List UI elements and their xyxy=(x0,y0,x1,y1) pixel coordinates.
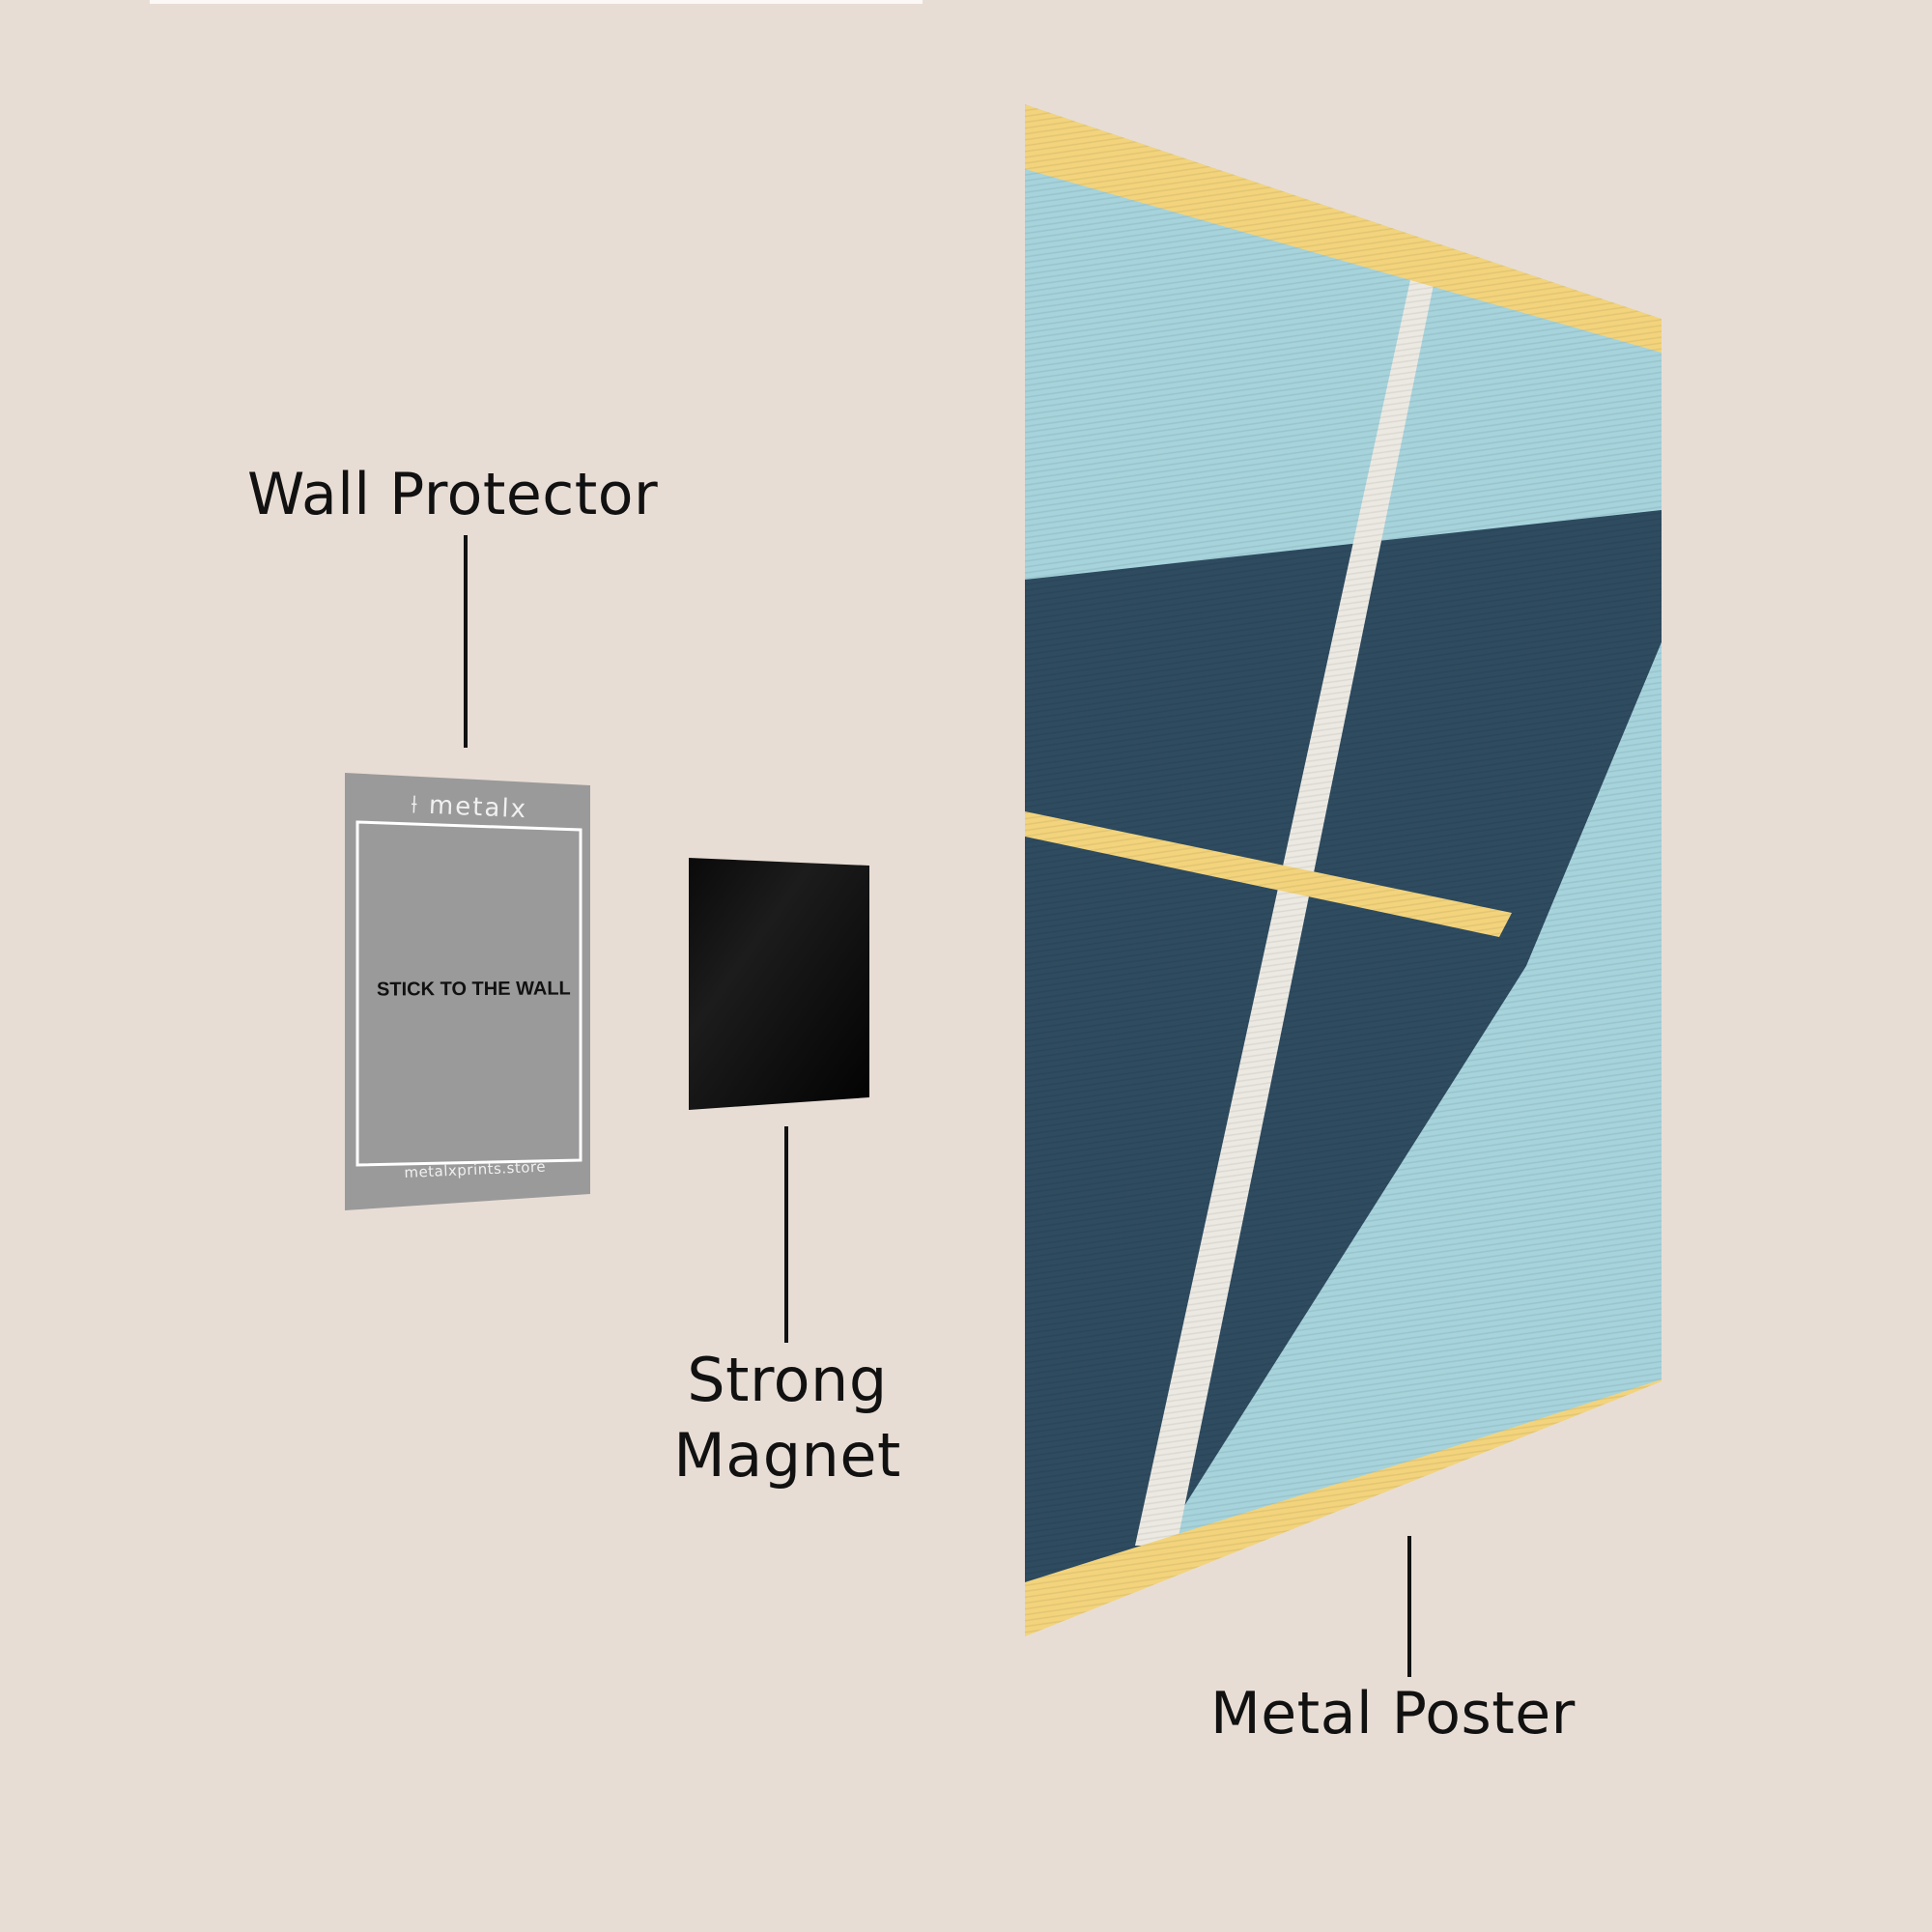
metalx-logo-icon: ⟊ xyxy=(410,790,420,820)
strong-magnet xyxy=(689,858,869,1110)
wall-protector-brand: ⟊ metalx xyxy=(411,790,528,825)
top-edge-strip xyxy=(150,0,923,4)
wall-protector-card xyxy=(345,773,590,1210)
wall-protector-inner-border xyxy=(355,820,582,1167)
brand-name: metalx xyxy=(428,790,528,825)
label-strong-magnet-line1: Strong xyxy=(687,1345,888,1415)
wall-protector-instruction: STICK TO THE WALL xyxy=(376,978,571,1001)
poster-texture xyxy=(1025,104,1662,1636)
label-metal-poster: Metal Poster xyxy=(1210,1680,1576,1747)
label-wall-protector: Wall Protector xyxy=(247,461,659,528)
label-strong-magnet: Strong Magnet xyxy=(657,1343,918,1493)
leader-line-wall-protector xyxy=(464,535,468,748)
leader-line-metal-poster xyxy=(1407,1536,1411,1677)
leader-line-magnet xyxy=(784,1126,788,1343)
wall-protector-body xyxy=(345,773,590,1210)
label-strong-magnet-line2: Magnet xyxy=(673,1420,901,1491)
magnet-body xyxy=(689,858,869,1110)
metal-poster xyxy=(1025,104,1662,1636)
